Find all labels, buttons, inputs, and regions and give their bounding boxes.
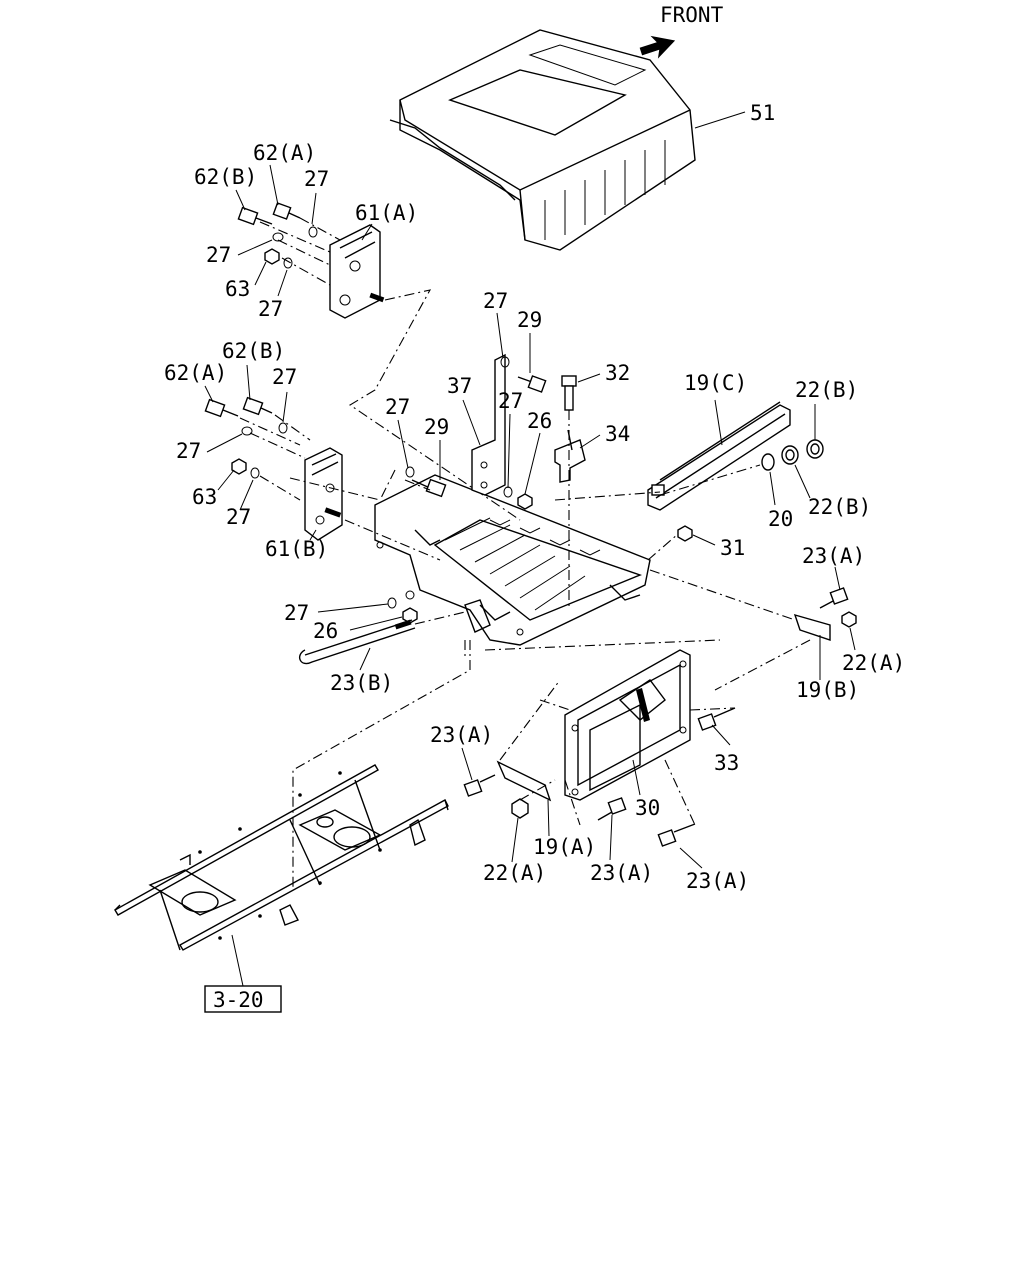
callout-27-d: 27: [272, 365, 297, 389]
bolt-23a-bottom: [657, 823, 696, 847]
battery-cover: [389, 29, 696, 251]
callout-63-mid: 63: [192, 485, 217, 509]
arrow-right-icon: [639, 35, 676, 59]
reference-label: 3-20: [213, 988, 264, 1012]
callout-26-bot: 26: [313, 619, 338, 643]
callout-30: 30: [635, 796, 660, 820]
callout-22a-left: 22(A): [483, 861, 546, 885]
callout-27-c: 27: [258, 297, 283, 321]
callout-19b: 19(B): [796, 678, 859, 702]
callout-19a: 19(A): [533, 835, 596, 859]
callout-27-j: 27: [284, 601, 309, 625]
callout-29-mid: 29: [424, 415, 449, 439]
bolt-62a-top: [272, 202, 301, 220]
callout-22b-bot: 22(B): [808, 495, 871, 519]
bracket-30: [564, 649, 691, 801]
callout-63-top: 63: [225, 277, 250, 301]
callout-62a-mid: 62(A): [164, 361, 227, 385]
callout-27-f: 27: [226, 505, 251, 529]
battery-tray: [374, 474, 651, 646]
callout-27-a: 27: [304, 167, 329, 191]
bolt-23a-mid: [597, 797, 627, 821]
callout-62b-mid: 62(B): [222, 339, 285, 363]
bolt-23a-left: [463, 774, 496, 797]
callout-32: 32: [605, 361, 630, 385]
bracket-37: [471, 353, 506, 496]
callout-61a: 61(A): [355, 201, 418, 225]
bolt-29-mid: [411, 478, 447, 498]
rail-19c: [647, 401, 791, 511]
bolt-62b-mid: [242, 396, 273, 416]
callout-19c: 19(C): [684, 371, 747, 395]
front-label: FRONT: [660, 3, 724, 27]
callout-23a-bottom: 23(A): [686, 869, 749, 893]
bolt-23a-right: [819, 587, 849, 609]
callout-27-e: 27: [176, 439, 201, 463]
callout-23a-mid: 23(A): [590, 861, 653, 885]
clamp-61b: [304, 447, 343, 541]
callout-34: 34: [605, 422, 630, 446]
frame-assembly: [114, 764, 449, 951]
callout-27-h: 27: [385, 395, 410, 419]
reference-box: [204, 985, 282, 1013]
callout-61b: 61(B): [265, 537, 328, 561]
callout-29-top: 29: [517, 308, 542, 332]
callout-22b-top: 22(B): [795, 378, 858, 402]
callout-33: 33: [714, 751, 739, 775]
callout-37: 37: [447, 374, 472, 398]
hook-rod-23b: [298, 619, 416, 665]
callout-23a-left: 23(A): [430, 723, 493, 747]
callout-27-g: 27: [483, 289, 508, 313]
bracket-19b: [793, 613, 831, 641]
callout-20: 20: [768, 507, 793, 531]
clip-34: [554, 429, 586, 483]
bolt-62a-mid: [204, 398, 239, 418]
bolt-62b-top: [237, 206, 273, 226]
callout-27-i: 27: [498, 389, 523, 413]
clamp-61a: [329, 224, 385, 319]
callout-26-top: 26: [527, 409, 552, 433]
bracket-19a: [496, 760, 552, 802]
callout-23a-right: 23(A): [802, 544, 865, 568]
bolt-33: [697, 707, 736, 731]
callout-62b-top: 62(B): [194, 165, 257, 189]
callout-22a-right: 22(A): [842, 651, 905, 675]
callout-51: 51: [750, 101, 775, 125]
callout-27-b: 27: [206, 243, 231, 267]
callout-62a-top: 62(A): [253, 141, 316, 165]
bolt-29-top: [517, 375, 547, 393]
bolt-32: [561, 375, 577, 411]
callout-31: 31: [720, 536, 745, 560]
callout-23b: 23(B): [330, 671, 393, 695]
